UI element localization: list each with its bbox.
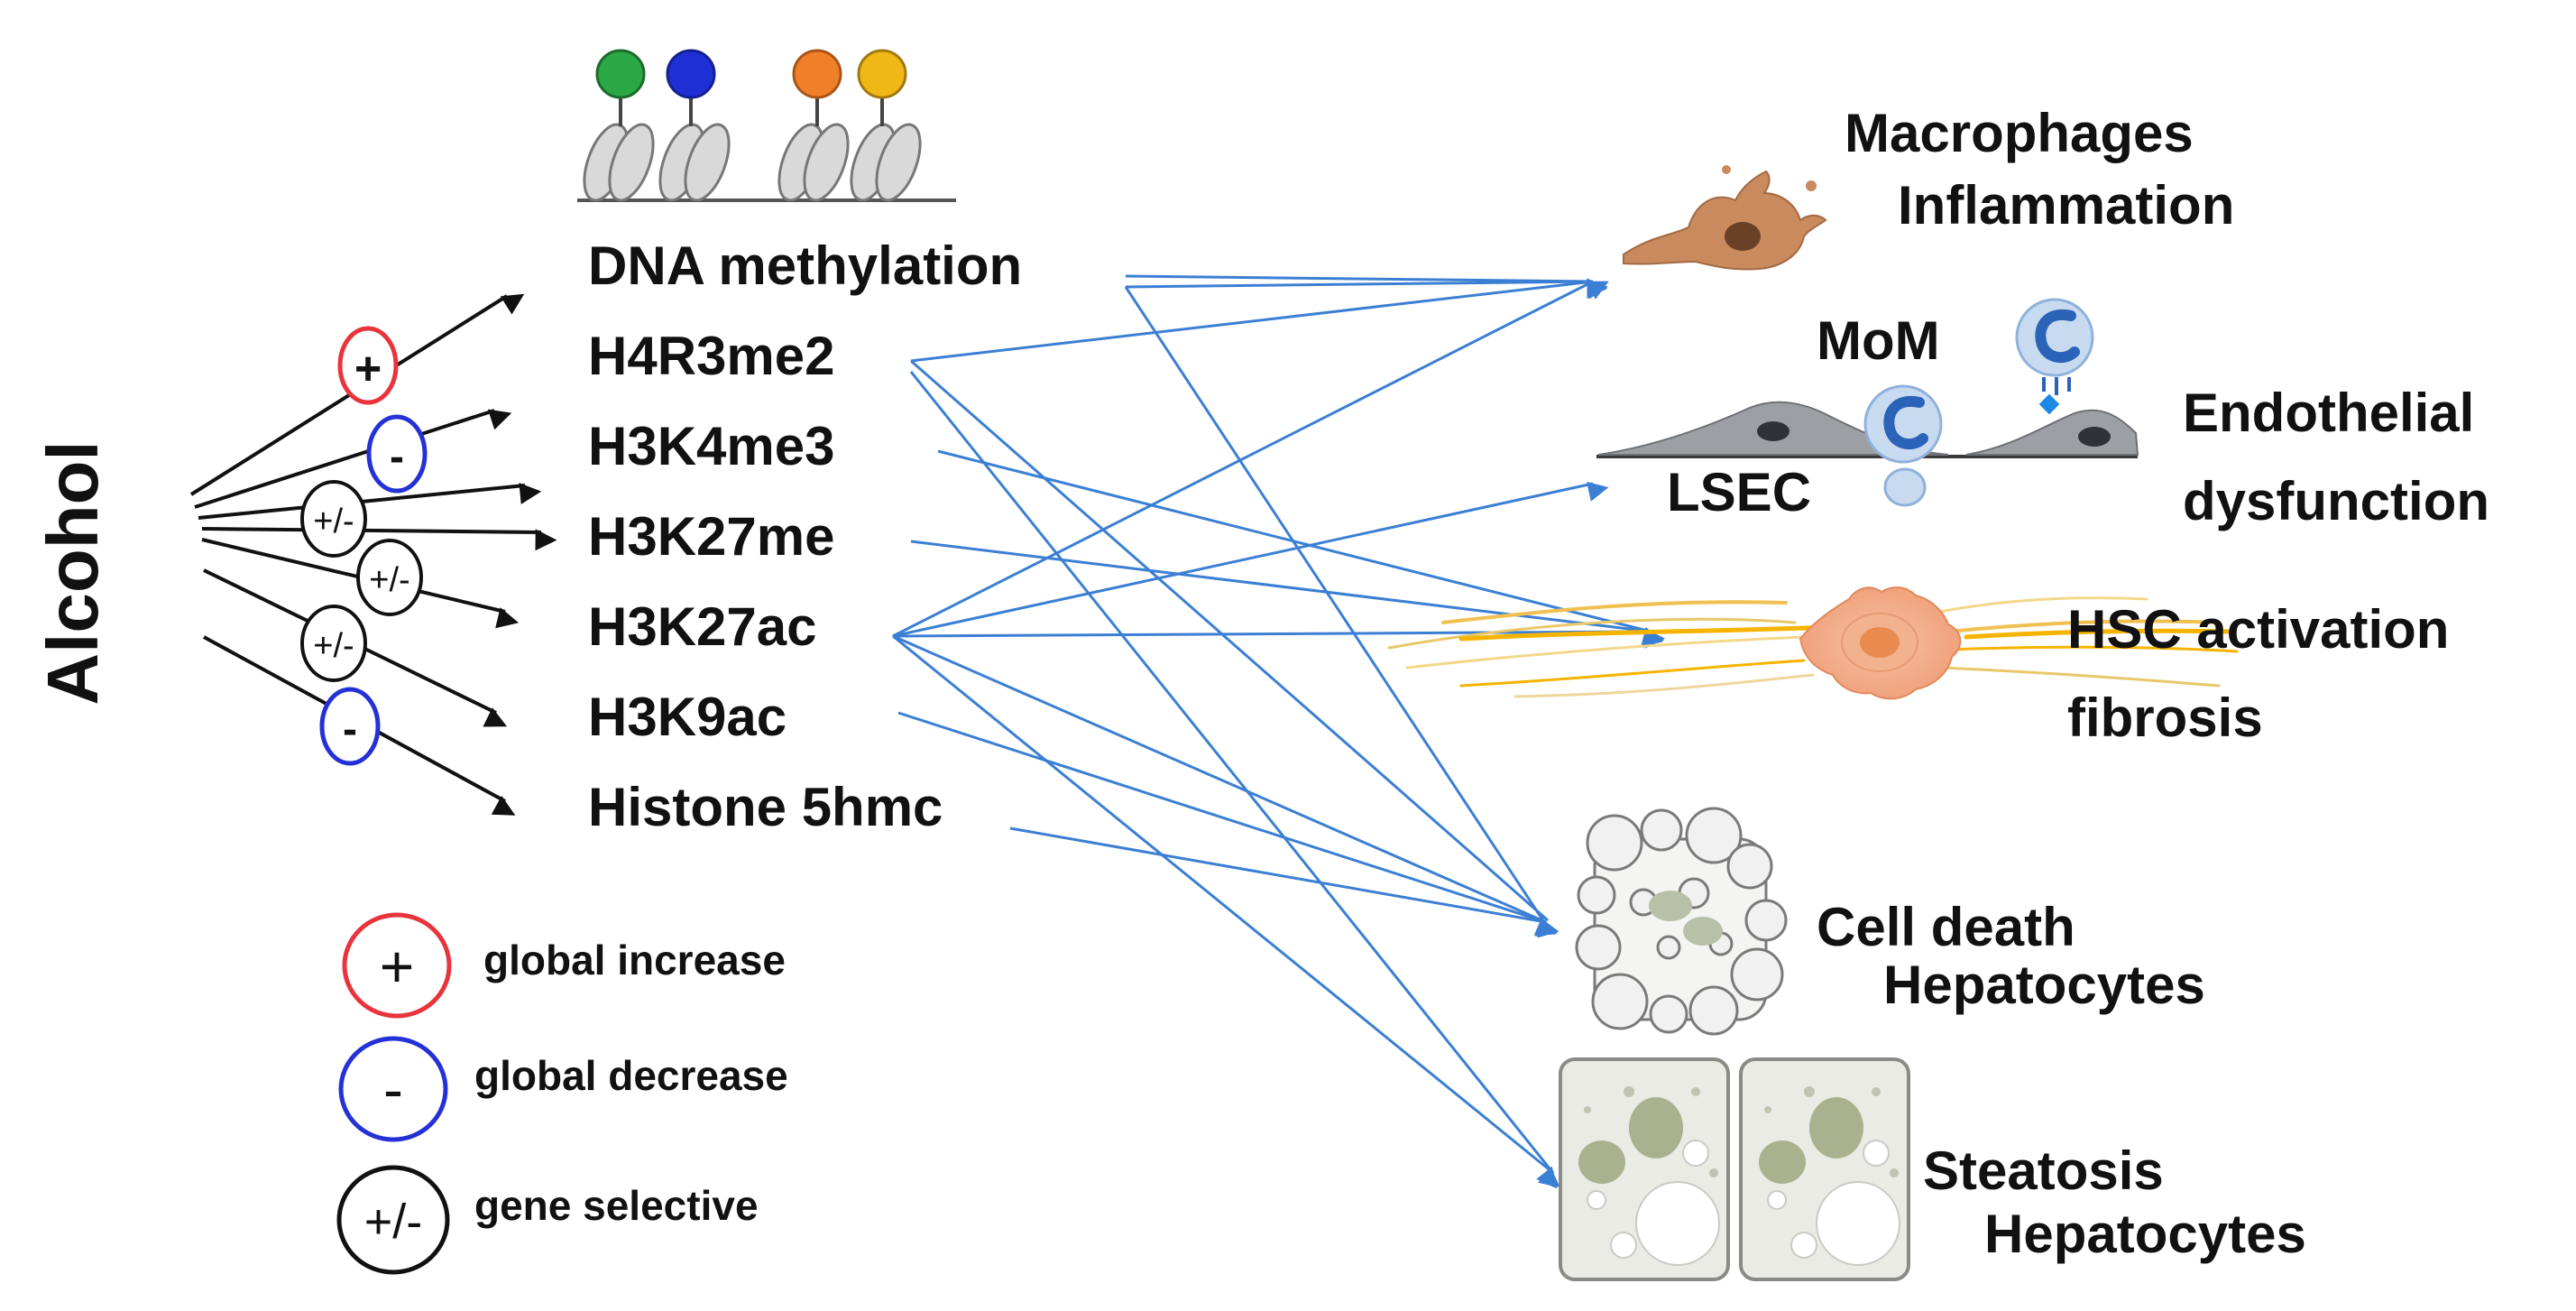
badge-symbol: - <box>343 706 357 753</box>
legend-symbol: - <box>383 1056 403 1122</box>
connection-arrow <box>1124 286 1546 923</box>
modification-label: H4R3me2 <box>588 326 835 386</box>
legend-symbol: +/- <box>364 1195 423 1249</box>
badge-symbol: +/- <box>313 503 354 540</box>
hsc-activation-label: HSC activation <box>2067 599 2449 660</box>
hepatocytes-label: Hepatocytes <box>1883 955 2205 1015</box>
mom-cell-icon <box>2015 298 2094 415</box>
connection-arrow <box>897 711 1558 937</box>
legend: + global increase - global decrease +/- … <box>336 912 788 1275</box>
connection-arrow <box>910 279 1608 363</box>
badge-symbol: +/- <box>369 561 409 599</box>
connection-arrow <box>892 628 1666 649</box>
connection-arrow <box>1125 274 1608 299</box>
legend-item: +/- gene selective <box>336 1165 759 1275</box>
fibrosis-fibers-icon <box>1387 596 2239 698</box>
orange-mark-icon <box>792 49 842 99</box>
connection-arrows <box>892 274 1666 1189</box>
mom-label: MoM <box>1817 310 1940 371</box>
badge-selective: +/- <box>300 480 367 558</box>
modification-label: H3K9ac <box>588 687 787 747</box>
cell-death-label: Cell death <box>1817 897 2075 957</box>
badge-symbol: +/- <box>313 627 354 665</box>
connection-arrow <box>1009 826 1559 938</box>
modification-label: H3K27ac <box>588 596 817 657</box>
blue-mark-icon <box>666 49 716 99</box>
badge-increase: + <box>337 326 399 405</box>
connection-arrow <box>892 280 1609 638</box>
inflammation-label: Inflammation <box>1898 175 2234 235</box>
alcohol-label: Alcohol <box>32 440 113 705</box>
endothelium-icon <box>1596 298 2139 507</box>
steatosis-icon <box>1559 1057 1910 1281</box>
legend-item: - global decrease <box>338 1036 788 1142</box>
legend-item: + global increase <box>342 912 786 1019</box>
green-mark-icon <box>595 49 646 99</box>
macrophages-label: Macrophages <box>1845 103 2194 163</box>
modification-label: H3K27me <box>588 506 835 567</box>
badge-symbol: - <box>390 433 404 481</box>
connection-arrow <box>909 371 1558 1189</box>
connection-arrow <box>892 481 1609 638</box>
badge-symbol: + <box>354 343 382 395</box>
cell-death-icon <box>1575 807 1788 1036</box>
fibrosis-label: fibrosis <box>2067 688 2263 748</box>
connection-arrow <box>892 634 1557 936</box>
legend-label: global decrease <box>474 1052 788 1099</box>
macrophage-icon <box>1623 165 1827 271</box>
alcohol-arrow <box>194 409 512 509</box>
legend-label: global increase <box>483 937 786 983</box>
connection-arrow <box>937 449 1663 647</box>
endothelial-label: Endothelial <box>2183 383 2474 443</box>
legend-label: gene selective <box>474 1182 759 1229</box>
modification-label: Histone 5hmc <box>588 777 943 837</box>
mom-cell-icon <box>1863 384 1943 507</box>
yellow-mark-icon <box>857 49 907 99</box>
badge-decrease: - <box>366 414 428 494</box>
lsec-label: LSEC <box>1667 462 1811 522</box>
connection-arrow <box>910 359 1549 922</box>
dysfunction-label: dysfunction <box>2183 471 2489 531</box>
alcohol-arrow <box>201 538 520 629</box>
modification-label: H3K4me3 <box>588 416 835 476</box>
alcohol-arrow <box>201 527 557 551</box>
hsc-cell-icon <box>1799 586 1962 700</box>
connection-arrow <box>910 540 1665 648</box>
badge-decrease: - <box>319 687 381 766</box>
steatosis-label: Steatosis <box>1923 1140 2164 1201</box>
connection-arrow <box>892 634 1560 1188</box>
connection-arrow <box>1125 278 1608 299</box>
legend-symbol: + <box>380 933 415 1000</box>
badge-selective: +/- <box>356 539 423 616</box>
hepatocytes-label: Hepatocytes <box>1984 1204 2306 1264</box>
modification-label: DNA methylation <box>588 235 1022 296</box>
nucleosome-icon <box>577 49 956 202</box>
badge-selective: +/- <box>300 605 367 682</box>
